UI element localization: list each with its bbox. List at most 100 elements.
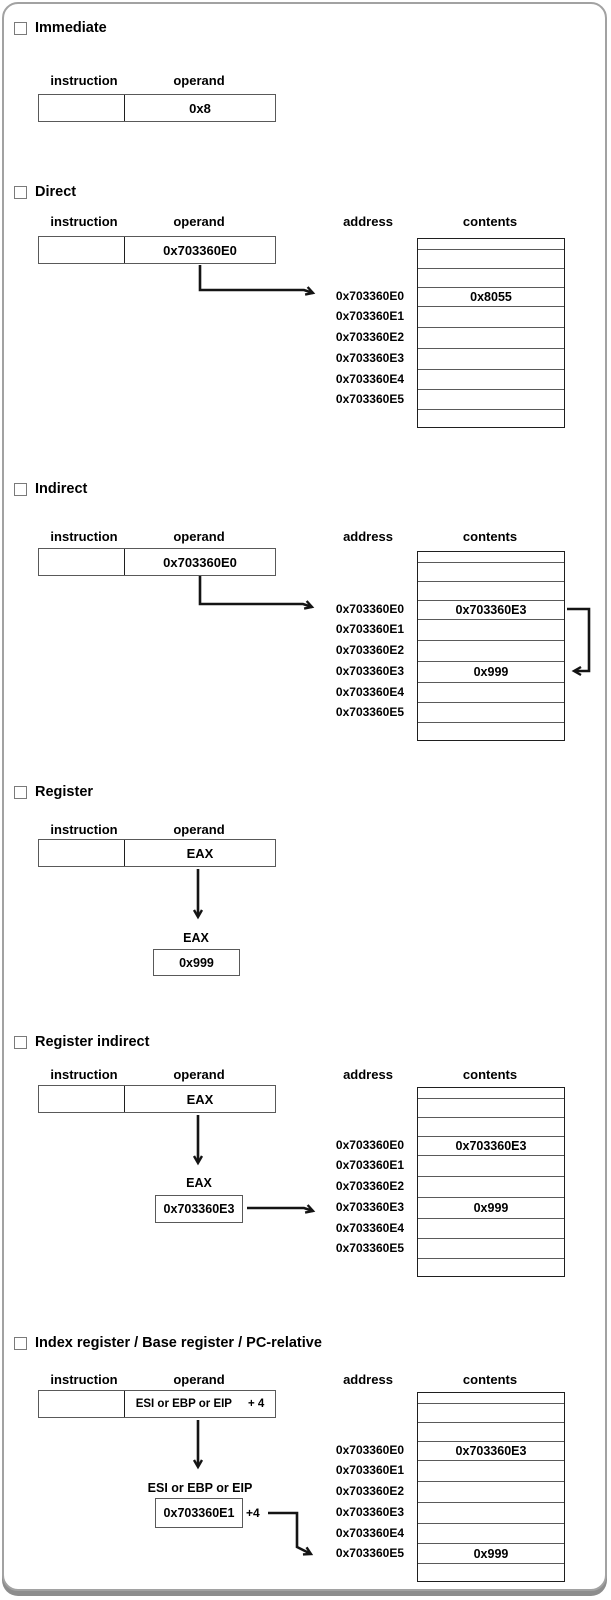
contents-header: contents — [462, 1372, 518, 1387]
memory-cell — [418, 327, 564, 348]
register-name-label: EAX — [186, 1176, 212, 1190]
operand-offset-text: + 4 — [247, 1398, 265, 1410]
memory-cell — [418, 1523, 564, 1543]
register-value-box: 0x999 — [153, 949, 240, 976]
section-index-register-heading: Index register / Base register / PC-rela… — [14, 1335, 322, 1351]
section-title: Register — [35, 784, 94, 800]
address-label: 0x703360E3 — [335, 351, 404, 365]
address-label: 0x703360E3 — [335, 664, 404, 678]
register-value-box: 0x703360E3 — [155, 1195, 243, 1223]
address-label: 0x703360E5 — [335, 705, 404, 719]
address-label: 0x703360E1 — [335, 1463, 404, 1477]
memory-cell — [418, 369, 564, 389]
memory-cell — [418, 1088, 564, 1098]
address-label: 0x703360E1 — [335, 1158, 404, 1172]
section-title: Direct — [35, 184, 77, 200]
instruction-label: instruction — [50, 822, 118, 837]
address-label: 0x703360E0 — [335, 1138, 404, 1152]
operand-cell: EAX — [186, 1091, 214, 1107]
memory-contents-table: 0x703360E3 0x999 — [417, 551, 565, 741]
address-label: 0x703360E0 — [335, 289, 404, 303]
instruction-label: instruction — [50, 73, 118, 88]
address-label: 0x703360E1 — [335, 622, 404, 636]
operand-label: operand — [173, 1067, 225, 1082]
instruction-operand-box: 0x8 — [38, 94, 276, 122]
memory-cell — [418, 619, 564, 640]
instruction-label: instruction — [50, 1372, 118, 1387]
memory-cell: 0x999 — [418, 1197, 564, 1218]
instruction-operand-box: 0x703360E0 — [38, 548, 276, 576]
address-label: 0x703360E1 — [335, 309, 404, 323]
address-label: 0x703360E4 — [335, 372, 404, 386]
operand-label: operand — [173, 214, 225, 229]
instruction-operand-box: ESI or EBP or EIP + 4 — [38, 1390, 276, 1418]
memory-cell — [418, 1238, 564, 1258]
memory-cell — [418, 1155, 564, 1176]
memory-cell — [418, 1422, 564, 1441]
instruction-cell — [39, 237, 125, 263]
operand-label: operand — [173, 529, 225, 544]
operand-label: operand — [173, 73, 225, 88]
section-title: Register indirect — [35, 1034, 150, 1050]
address-header: address — [343, 1067, 393, 1082]
checkbox-icon — [14, 185, 27, 199]
memory-cell — [418, 1502, 564, 1523]
address-label: 0x703360E0 — [335, 602, 404, 616]
memory-cell — [418, 306, 564, 327]
register-value-box: 0x703360E1 — [155, 1498, 243, 1528]
address-label: 0x703360E2 — [335, 1484, 404, 1498]
instruction-label: instruction — [50, 214, 118, 229]
memory-cell — [418, 409, 564, 427]
checkbox-icon — [14, 1336, 27, 1350]
address-header: address — [343, 1372, 393, 1387]
instruction-cell — [39, 840, 125, 866]
address-label: 0x703360E0 — [335, 1443, 404, 1457]
memory-cell — [418, 1098, 564, 1117]
memory-cell — [418, 562, 564, 581]
section-title: Indirect — [35, 481, 88, 497]
memory-cell — [418, 1176, 564, 1197]
memory-cell — [418, 682, 564, 702]
memory-cell — [418, 640, 564, 661]
memory-contents-table: 0x8055 — [417, 238, 565, 428]
operand-label: operand — [173, 1372, 225, 1387]
memory-cell — [418, 348, 564, 369]
memory-contents-table: 0x703360E3 0x999 — [417, 1087, 565, 1277]
operand-cell: 0x703360E0 — [163, 554, 237, 570]
memory-cell: 0x999 — [418, 661, 564, 682]
memory-cell — [418, 1258, 564, 1276]
memory-cell — [418, 581, 564, 600]
section-indirect-heading: Indirect — [14, 481, 87, 497]
address-label: 0x703360E4 — [335, 1526, 404, 1540]
contents-header: contents — [462, 1067, 518, 1082]
memory-cell: 0x999 — [418, 1543, 564, 1563]
memory-cell: 0x8055 — [418, 287, 564, 306]
checkbox-icon — [14, 482, 27, 496]
instruction-cell — [39, 1086, 125, 1112]
contents-header: contents — [462, 529, 518, 544]
memory-cell — [418, 249, 564, 268]
register-name-label: ESI or EBP or EIP — [147, 1481, 253, 1495]
contents-header: contents — [462, 214, 518, 229]
memory-cell — [418, 1393, 564, 1403]
operand-cell: EAX — [186, 845, 214, 861]
instruction-cell — [39, 1391, 125, 1417]
address-header: address — [343, 529, 393, 544]
operand-cell: 0x8 — [189, 100, 211, 116]
address-label: 0x703360E3 — [335, 1505, 404, 1519]
memory-cell — [418, 1117, 564, 1136]
memory-cell — [418, 1563, 564, 1581]
address-label: 0x703360E5 — [335, 392, 404, 406]
instruction-operand-box: EAX — [38, 839, 276, 867]
section-direct-heading: Direct — [14, 184, 76, 200]
register-name-label: EAX — [183, 931, 209, 945]
instruction-operand-box: EAX — [38, 1085, 276, 1113]
operand-label: operand — [173, 822, 225, 837]
memory-cell — [418, 239, 564, 249]
memory-cell: 0x703360E3 — [418, 600, 564, 619]
address-label: 0x703360E2 — [335, 1179, 404, 1193]
operand-cell: ESI or EBP or EIP + 4 — [125, 1391, 275, 1417]
instruction-cell — [39, 95, 125, 121]
address-label: 0x703360E5 — [335, 1241, 404, 1255]
memory-cell — [418, 389, 564, 409]
